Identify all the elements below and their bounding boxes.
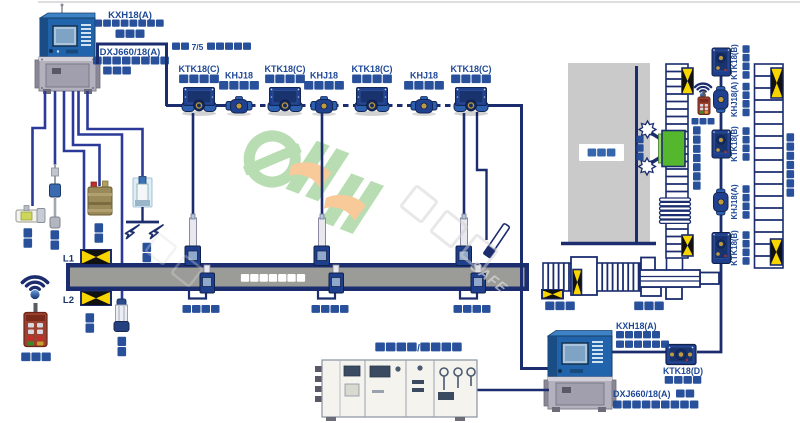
svg-text:L1: L1 xyxy=(63,254,75,265)
svg-text:KHJ18(A): KHJ18(A) xyxy=(730,82,739,117)
svg-text:KTK18(C): KTK18(C) xyxy=(178,64,219,74)
svg-text:KTK18(C): KTK18(C) xyxy=(450,64,491,74)
svg-text:DXJ660/18(A): DXJ660/18(A) xyxy=(613,389,671,399)
svg-text:DXJ660/18(A): DXJ660/18(A) xyxy=(100,47,161,58)
svg-text:KTK18(B): KTK18(B) xyxy=(730,230,739,266)
svg-text:KHJ18: KHJ18 xyxy=(410,71,438,81)
svg-text:KTK18(B): KTK18(B) xyxy=(730,44,739,80)
svg-text:KXH18(A): KXH18(A) xyxy=(108,10,152,21)
svg-text:7/5: 7/5 xyxy=(192,42,204,52)
svg-text:KTK18(C): KTK18(C) xyxy=(351,64,392,74)
svg-text:KHJ18(A): KHJ18(A) xyxy=(730,184,739,219)
svg-text:KTK18(C): KTK18(C) xyxy=(264,64,305,74)
svg-text:KHJ18: KHJ18 xyxy=(310,71,338,81)
svg-text:KTK18(B): KTK18(B) xyxy=(730,126,739,162)
svg-text:KHJ18: KHJ18 xyxy=(225,71,253,81)
svg-text:/: / xyxy=(417,344,420,355)
svg-text:KXH18(A): KXH18(A) xyxy=(616,321,657,331)
svg-text:KTK18(D): KTK18(D) xyxy=(663,366,703,376)
svg-text:L2: L2 xyxy=(63,295,74,306)
